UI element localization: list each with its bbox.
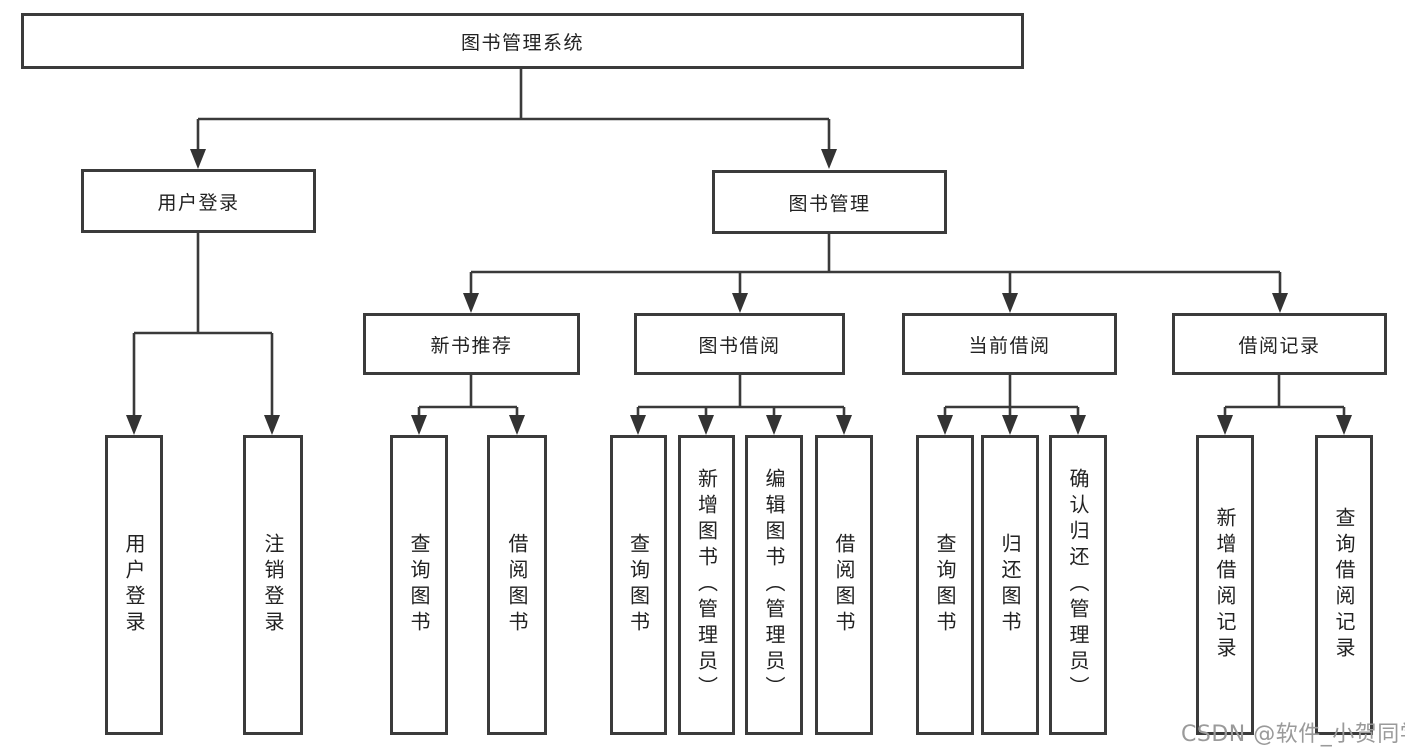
arrow-down-icon bbox=[1336, 415, 1352, 435]
node-label: 查询借阅记录 bbox=[1332, 507, 1356, 663]
leaf-bb-query-books: 查询图书 bbox=[610, 435, 667, 735]
node-current-borrow: 当前借阅 bbox=[902, 313, 1117, 375]
leaf-nbr-query-books: 查询图书 bbox=[390, 435, 448, 735]
arrow-down-icon bbox=[509, 415, 525, 435]
leaf-br-add-record: 新增借阅记录 bbox=[1196, 435, 1254, 735]
arrow-down-icon bbox=[126, 415, 142, 435]
node-label: 新增图书（管理员） bbox=[694, 468, 719, 702]
node-label: 归还图书 bbox=[998, 533, 1022, 637]
node-label: 当前借阅 bbox=[968, 334, 1051, 357]
node-label: 图书管理 bbox=[788, 192, 871, 215]
node-label: 新增借阅记录 bbox=[1213, 507, 1237, 663]
arrow-down-icon bbox=[1217, 415, 1233, 435]
arrow-down-icon bbox=[821, 149, 837, 169]
leaf-cb-confirm-return-admin: 确认归还（管理员） bbox=[1049, 435, 1107, 735]
node-label: 确认归还（管理员） bbox=[1066, 468, 1090, 702]
arrow-down-icon bbox=[732, 293, 748, 313]
node-label: 借阅图书 bbox=[832, 533, 856, 637]
leaf-bb-edit-books-admin: 编辑图书（管理员） bbox=[745, 435, 803, 735]
node-label: 用户登录 bbox=[122, 533, 146, 637]
leaf-cb-query-books: 查询图书 bbox=[916, 435, 974, 735]
node-borrow-records: 借阅记录 bbox=[1172, 313, 1387, 375]
leaf-cb-return-books: 归还图书 bbox=[981, 435, 1039, 735]
leaf-bb-borrow-books: 借阅图书 bbox=[815, 435, 873, 735]
arrow-down-icon bbox=[190, 149, 206, 169]
node-library-management-system: 图书管理系统 bbox=[21, 13, 1024, 69]
arrow-down-icon bbox=[630, 415, 646, 435]
arrow-down-icon bbox=[1070, 415, 1086, 435]
node-label: 用户登录 bbox=[157, 191, 240, 214]
leaf-br-query-record: 查询借阅记录 bbox=[1315, 435, 1373, 735]
arrow-down-icon bbox=[1272, 293, 1288, 313]
leaf-bb-add-books-admin: 新增图书（管理员） bbox=[678, 435, 735, 735]
arrow-down-icon bbox=[766, 415, 782, 435]
arrow-down-icon bbox=[1002, 415, 1018, 435]
arrow-down-icon bbox=[1002, 293, 1018, 313]
node-book-borrow: 图书借阅 bbox=[634, 313, 845, 375]
arrow-down-icon bbox=[463, 293, 479, 313]
leaf-user-login: 用户登录 bbox=[105, 435, 163, 735]
node-label: 编辑图书（管理员） bbox=[762, 468, 786, 702]
node-label: 借阅图书 bbox=[505, 533, 529, 637]
node-label: 新书推荐 bbox=[430, 334, 513, 357]
node-label: 查询图书 bbox=[933, 533, 957, 637]
leaf-nbr-borrow-books: 借阅图书 bbox=[487, 435, 547, 735]
node-label: 图书借阅 bbox=[698, 334, 781, 357]
node-user-login: 用户登录 bbox=[81, 169, 316, 233]
node-label: 图书管理系统 bbox=[460, 31, 584, 54]
arrow-down-icon bbox=[411, 415, 427, 435]
node-label: 查询图书 bbox=[407, 533, 431, 637]
leaf-logout-login: 注销登录 bbox=[243, 435, 303, 735]
arrow-down-icon bbox=[937, 415, 953, 435]
arrow-down-icon bbox=[698, 415, 714, 435]
node-new-book-recommend: 新书推荐 bbox=[363, 313, 580, 375]
arrow-down-icon bbox=[836, 415, 852, 435]
arrow-down-icon bbox=[264, 415, 280, 435]
node-label: 注销登录 bbox=[261, 533, 285, 637]
node-book-management: 图书管理 bbox=[712, 170, 947, 234]
csdn-watermark: CSDN @软件_小贺同学 bbox=[1181, 722, 1405, 747]
node-label: 借阅记录 bbox=[1238, 334, 1321, 357]
node-label: 查询图书 bbox=[626, 533, 651, 637]
